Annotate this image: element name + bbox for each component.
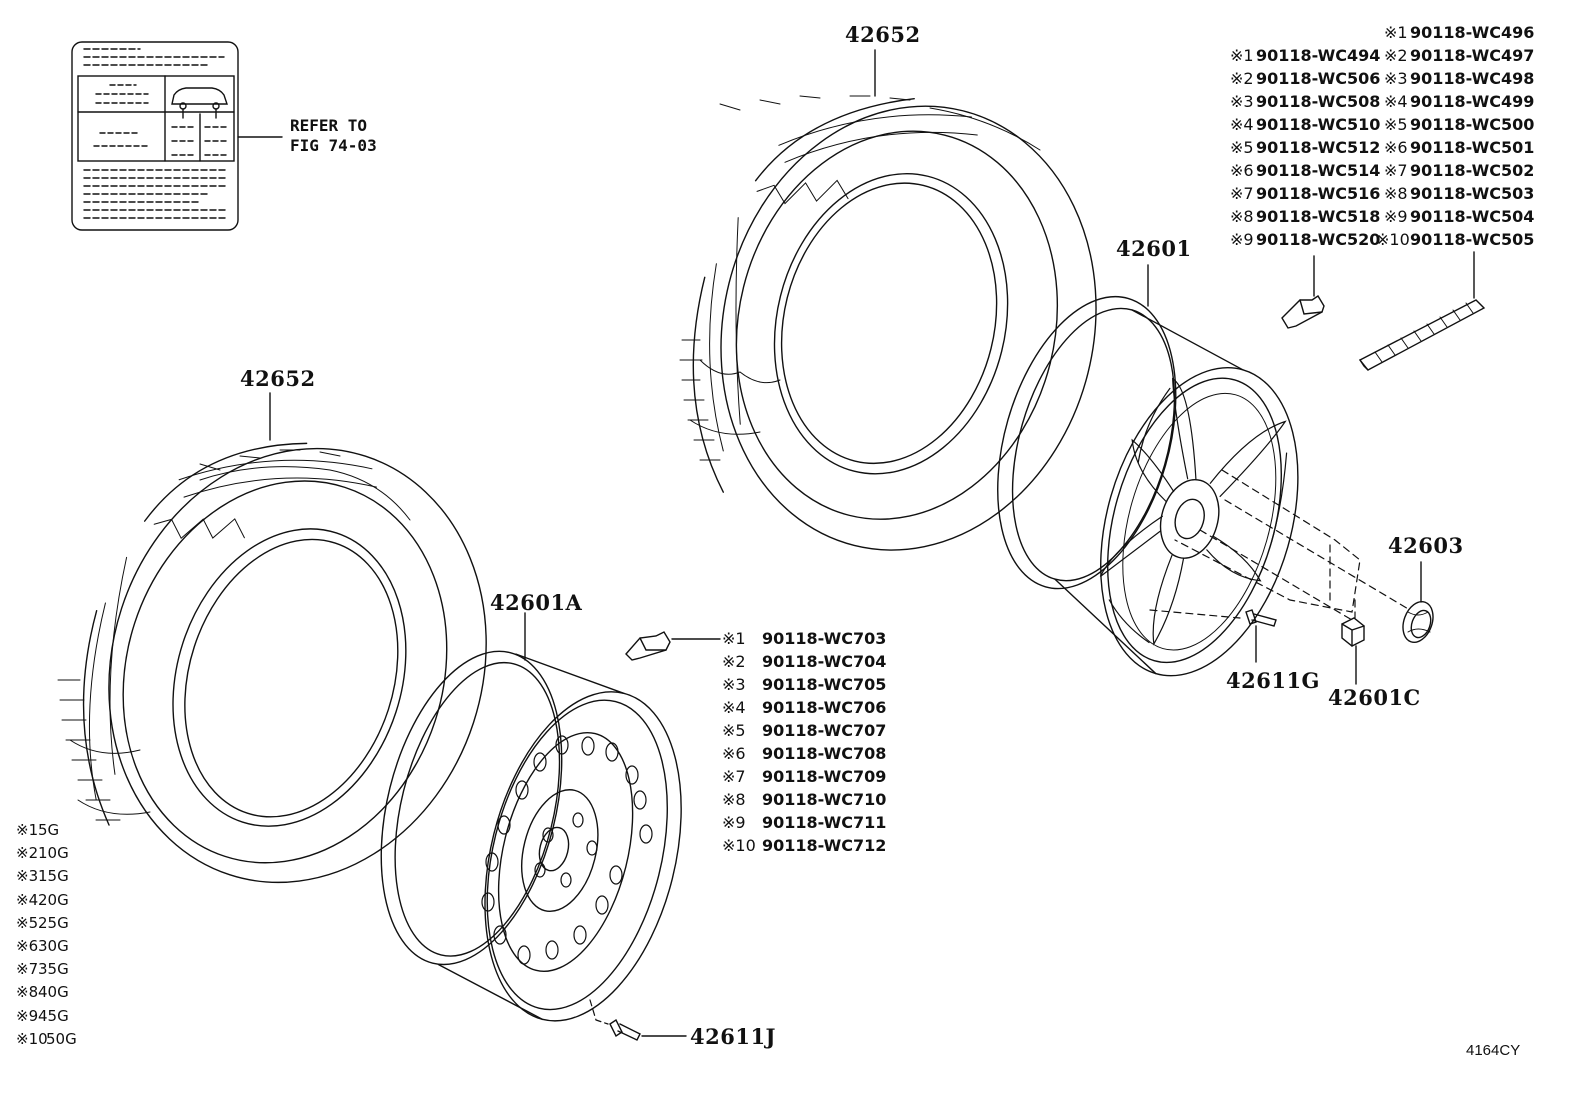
label-wheel-steel: 42601A: [490, 590, 583, 615]
balance-weight-strip-icon: [1358, 251, 1486, 371]
tpms-sensor-lower-icon: [625, 631, 721, 661]
list-item: ※210G: [16, 844, 69, 863]
valve-stem-steel-icon: [609, 1018, 687, 1041]
refer-line-2: FIG 74-03: [290, 136, 377, 155]
steel-wheel-drawing: [380, 650, 682, 1025]
tpms-sensor-top-icon: [1281, 255, 1325, 329]
center-cap-icon: [1402, 561, 1434, 644]
tire-placard-icon: [71, 41, 283, 231]
figure-code: 4164CY: [1466, 1042, 1521, 1059]
list-item: ※15G: [16, 821, 60, 839]
list-item: ※1090118-WC505: [1376, 230, 1535, 249]
list-item: ※945G: [16, 1006, 69, 1025]
list-item: ※840G: [16, 983, 69, 1002]
list-item: ※525G: [16, 913, 69, 932]
list-item: ※630G: [16, 936, 69, 955]
valve-stem-alloy-icon: [1245, 609, 1277, 663]
list-item: ※1050G: [16, 1029, 77, 1048]
label-wheel-alloy: 42601: [1116, 236, 1192, 261]
label-center-cap: 42603: [1388, 533, 1464, 558]
label-valve-alloy: 42611G: [1226, 668, 1320, 693]
exploded-view-lines: [1149, 469, 1411, 621]
tire-left-drawing: [57, 442, 487, 884]
weight-legend: ※15G ※210G ※315G ※420G ※525G ※630G ※735G…: [16, 819, 77, 1051]
alloy-wheel-drawing: [997, 295, 1299, 677]
label-tire-left: 42652: [240, 366, 316, 391]
label-valve-steel: 42611J: [690, 1024, 776, 1049]
list-item: ※735G: [16, 960, 69, 979]
tire-top-drawing: [679, 95, 1097, 551]
list-item: ※420G: [16, 890, 69, 909]
label-hub-nut: 42601C: [1328, 685, 1421, 710]
list-item: ※315G: [16, 867, 69, 886]
refer-line-1: REFER TO: [290, 116, 368, 135]
hub-nut-icon: [1341, 617, 1365, 685]
label-tire-top: 42652: [845, 22, 921, 47]
